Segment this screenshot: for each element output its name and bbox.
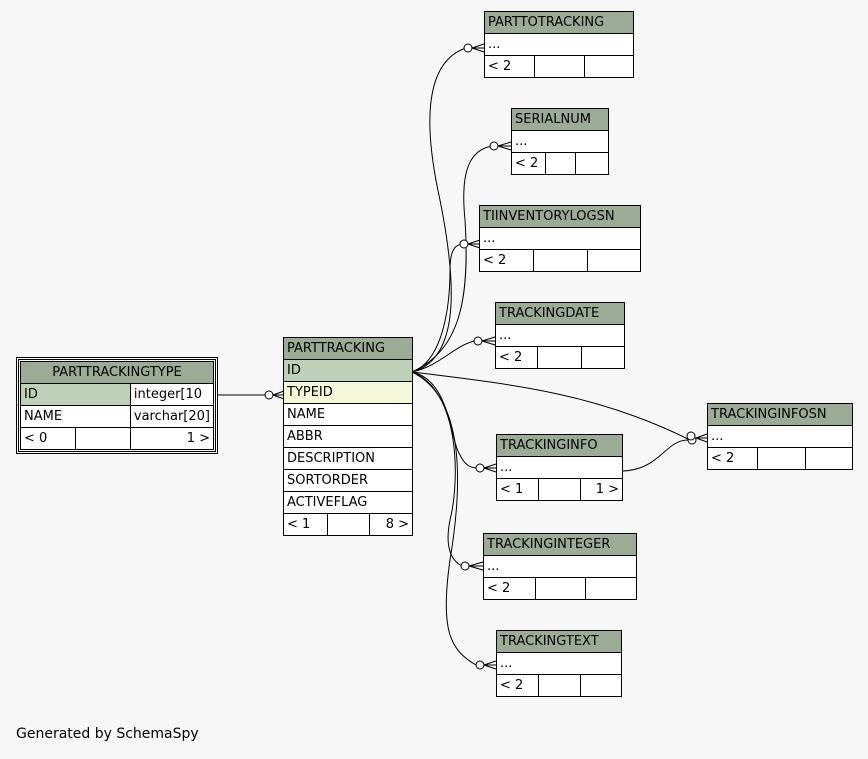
children-count bbox=[580, 674, 622, 697]
columns-ellipsis: ... bbox=[496, 456, 623, 479]
table-header: TRACKINGINFOSN bbox=[707, 403, 853, 426]
parents-count: < 0 bbox=[19, 427, 77, 450]
table-header: TRACKINGINTEGER bbox=[483, 533, 637, 556]
columns-ellipsis: ... bbox=[707, 425, 853, 448]
edge-to-parttotracking bbox=[411, 47, 467, 373]
parents-count: < 2 bbox=[707, 447, 758, 470]
rows-count bbox=[538, 478, 581, 501]
edge-to-trackingdate bbox=[411, 340, 476, 373]
columns-ellipsis: ... bbox=[511, 130, 609, 153]
table-header: PARTTRACKINGTYPE bbox=[20, 361, 214, 384]
parents-count: < 2 bbox=[483, 577, 536, 600]
column-type: integer[10 bbox=[129, 383, 215, 406]
children-count bbox=[585, 577, 637, 600]
rows-count bbox=[75, 427, 131, 450]
children-count: 1 > bbox=[580, 478, 623, 501]
columns-ellipsis: ... bbox=[479, 227, 641, 250]
table-trackinginteger[interactable]: TRACKINGINTEGER ... < 2 bbox=[483, 533, 637, 600]
column-abbr: ABBR bbox=[283, 425, 413, 448]
edge-to-serialnum bbox=[411, 145, 493, 373]
table-parttracking[interactable]: PARTTRACKING ID TYPEID NAME ABBR DESCRIP… bbox=[283, 337, 413, 536]
marker-zero bbox=[264, 390, 274, 400]
parents-count: < 2 bbox=[484, 55, 535, 78]
column-typeid: TYPEID bbox=[283, 381, 413, 404]
parents-count: < 1 bbox=[496, 478, 539, 501]
columns-ellipsis: ... bbox=[496, 652, 622, 675]
edge-to-tiinventorylogsn bbox=[411, 243, 463, 373]
table-header: TIINVENTORYLOGSN bbox=[479, 205, 641, 228]
parents-count: < 2 bbox=[511, 152, 546, 175]
edge-to-trackinginfosn bbox=[411, 371, 691, 441]
rows-count bbox=[537, 346, 582, 369]
table-parttrackingtype[interactable]: PARTTRACKINGTYPE ID integer[10 NAME varc… bbox=[16, 357, 218, 454]
table-header: TRACKINGDATE bbox=[495, 302, 625, 325]
table-header: TRACKINGTEXT bbox=[496, 630, 622, 653]
column-name: NAME bbox=[20, 405, 131, 428]
edge-trackinginfo-to-trackinginfosn bbox=[621, 439, 689, 472]
table-trackinginfo[interactable]: TRACKINGINFO ... < 1 1 > bbox=[496, 434, 623, 501]
parents-count: < 1 bbox=[283, 513, 328, 536]
rows-count bbox=[327, 513, 370, 536]
children-count bbox=[587, 249, 641, 272]
column-activeflag: ACTIVEFLAG bbox=[283, 491, 413, 514]
parents-count: < 2 bbox=[495, 346, 538, 369]
column-sortorder: SORTORDER bbox=[283, 469, 413, 492]
column-name: NAME bbox=[283, 403, 413, 426]
columns-ellipsis: ... bbox=[483, 555, 637, 578]
children-count bbox=[581, 346, 625, 369]
table-parttotracking[interactable]: PARTTOTRACKING ... < 2 bbox=[484, 11, 634, 78]
children-count: 8 > bbox=[369, 513, 413, 536]
edge-to-trackinginteger bbox=[411, 371, 463, 567]
table-header: TRACKINGINFO bbox=[496, 434, 623, 457]
table-trackingtext[interactable]: TRACKINGTEXT ... < 2 bbox=[496, 630, 622, 697]
rows-count bbox=[757, 447, 806, 470]
table-header: PARTTRACKING bbox=[283, 337, 413, 360]
table-trackinginfosn[interactable]: TRACKINGINFOSN ... < 2 bbox=[707, 403, 853, 470]
rows-count bbox=[533, 249, 588, 272]
table-trackingdate[interactable]: TRACKINGDATE ... < 2 bbox=[495, 302, 625, 369]
parents-count: < 2 bbox=[479, 249, 534, 272]
children-count bbox=[584, 55, 634, 78]
table-serialnum[interactable]: SERIALNUM ... < 2 bbox=[511, 108, 609, 175]
table-header: SERIALNUM bbox=[511, 108, 609, 131]
rows-count bbox=[538, 674, 581, 697]
table-header: PARTTOTRACKING bbox=[484, 11, 634, 34]
columns-ellipsis: ... bbox=[495, 324, 625, 347]
column-name: ID bbox=[20, 383, 131, 406]
column-type: varchar[20] bbox=[129, 405, 215, 428]
children-count bbox=[575, 152, 609, 175]
rows-count bbox=[535, 577, 586, 600]
column-description: DESCRIPTION bbox=[283, 447, 413, 470]
generated-by-label: Generated by SchemaSpy bbox=[16, 726, 199, 742]
edge-to-trackingtext bbox=[411, 371, 477, 666]
children-count bbox=[805, 447, 853, 470]
parents-count: < 2 bbox=[496, 674, 539, 697]
columns-ellipsis: ... bbox=[484, 33, 634, 56]
rows-count bbox=[534, 55, 585, 78]
rows-count bbox=[545, 152, 576, 175]
table-tiinventorylogsn[interactable]: TIINVENTORYLOGSN ... < 2 bbox=[479, 205, 641, 272]
children-count: 1 > bbox=[129, 427, 215, 450]
column-id: ID bbox=[283, 359, 413, 382]
edge-to-trackinginfo bbox=[411, 371, 479, 469]
